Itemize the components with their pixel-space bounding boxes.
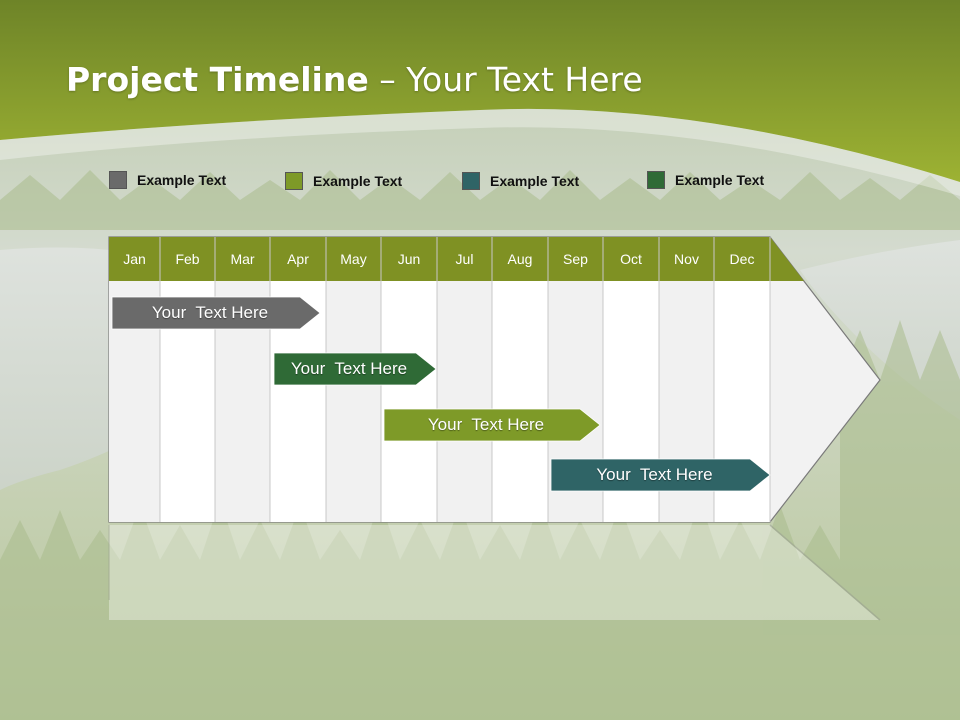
task-bar <box>550 458 771 492</box>
legend-item: Example Text <box>647 171 764 189</box>
month-label: Mar <box>230 251 255 267</box>
task-bar <box>383 408 601 442</box>
month-label: Jul <box>455 251 474 267</box>
legend-label: Example Text <box>675 172 765 188</box>
task-bar-label: Your Text Here <box>290 359 408 378</box>
legend-label: Example Text <box>313 173 403 189</box>
legend-item: Example Text <box>109 171 226 189</box>
month-column <box>381 281 437 522</box>
month-label: Nov <box>674 251 699 267</box>
month-header-bar <box>109 237 804 281</box>
timeline-reflection <box>108 524 881 621</box>
month-label: Apr <box>287 251 309 267</box>
legend-swatch-dark-green <box>647 171 665 189</box>
month-label: May <box>340 251 367 267</box>
legend-swatch-gray <box>109 171 127 189</box>
title-rest: – Your Text Here <box>368 60 643 99</box>
title-bold: Project Timeline <box>66 60 369 99</box>
month-label: Aug <box>507 251 533 267</box>
legend-swatch-teal <box>462 172 480 190</box>
legend-item: Example Text <box>285 172 402 190</box>
task-bar-label: Your Text Here <box>427 415 545 434</box>
month-label: Sep <box>563 251 588 267</box>
month-column <box>326 281 381 522</box>
task-bar-label: Your Text Here <box>596 465 713 484</box>
month-label: Jun <box>397 251 421 267</box>
month-label: Oct <box>620 251 642 267</box>
month-label: Dec <box>729 251 755 267</box>
task-bar <box>111 296 321 330</box>
legend-swatch-olive <box>285 172 303 190</box>
page-title: Project Timeline – Your Text Here <box>66 60 643 99</box>
task-bar-label: Your Text Here <box>151 303 269 322</box>
task-bar <box>273 352 437 386</box>
month-label: Feb <box>175 251 200 267</box>
month-column <box>492 281 548 522</box>
month-column <box>437 281 492 522</box>
month-label: Jan <box>123 251 146 267</box>
legend-item: Example Text <box>462 172 579 190</box>
legend-label: Example Text <box>137 172 227 188</box>
legend-label: Example Text <box>490 173 580 189</box>
